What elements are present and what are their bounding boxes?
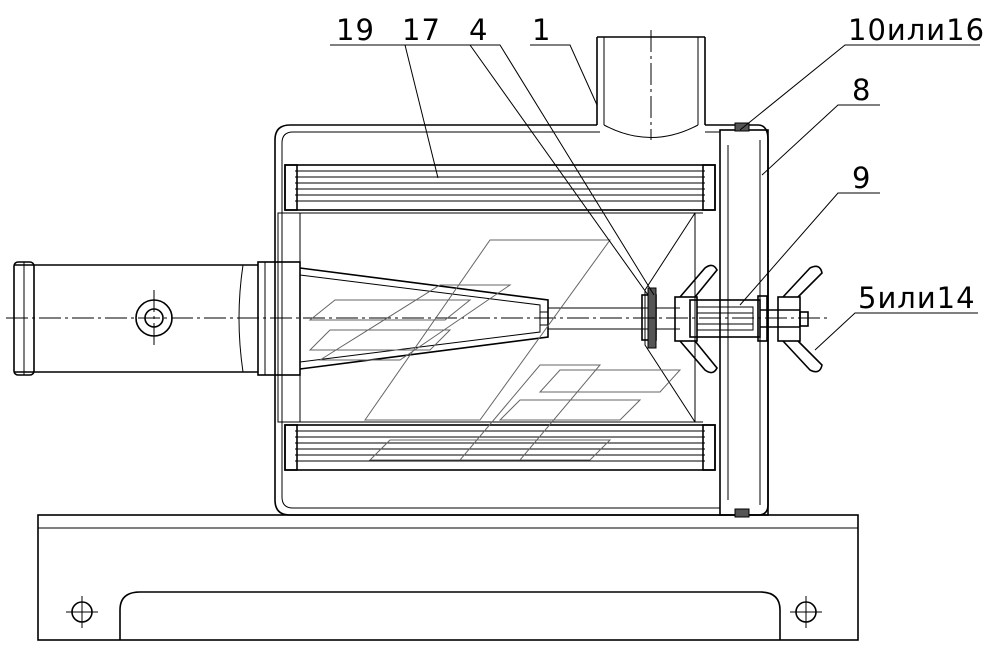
callout-1: 1: [532, 13, 551, 47]
callout-8: 8: [852, 73, 871, 107]
mounting-hole-left: [66, 596, 98, 628]
callout-9: 9: [852, 161, 871, 195]
callout-5-or-14: 5или14: [858, 281, 976, 315]
callout-4: 4: [469, 13, 488, 47]
callout-leaders: [330, 44, 980, 351]
filter-element-bottom: [284, 424, 716, 471]
cover: [719, 122, 769, 518]
outlet-pipe: [596, 30, 706, 140]
base-frame: [37, 514, 859, 641]
callout-19: 19: [336, 13, 375, 47]
filter-element-top: [284, 164, 716, 211]
mounting-hole-right: [790, 596, 822, 628]
wing-nut-outer: [777, 265, 823, 373]
callout-10-or-16: 10или16: [848, 13, 985, 47]
callout-17: 17: [402, 13, 441, 47]
wing-nut-inner: [674, 264, 718, 374]
watermark-logo: [308, 239, 682, 461]
